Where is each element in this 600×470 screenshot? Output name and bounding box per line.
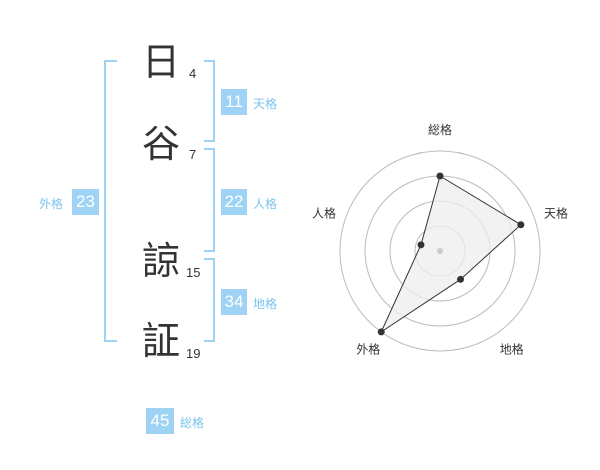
stroke-count-1: 4 [189,66,197,81]
gaikaku-value: 23 [72,189,99,215]
tenkaku-label: 天格 [253,97,278,111]
stroke-count-4: 19 [186,346,201,361]
stroke-count-2: 7 [189,147,197,162]
radar-ring [339,150,541,352]
radar-axis-label-2: 天格 [544,205,568,220]
radar-point-4 [377,328,385,336]
radar-point-5 [417,241,425,249]
radar-point-1 [436,172,444,180]
jinkaku-bracket [204,148,215,252]
name-char-4: 証 [142,319,181,363]
soukaku-value: 45 [146,408,174,434]
name-char-1: 日 [142,40,181,84]
chikaku-bracket [204,258,215,342]
radar-point-3 [457,275,465,283]
chikaku-label: 地格 [253,297,278,311]
radar-point-2 [517,221,525,229]
chikaku-value: 34 [221,289,247,315]
jinkaku-label: 人格 [253,197,278,211]
gaikaku-label: 外格 [39,197,64,211]
radar-polygon [380,175,522,334]
name-char-3: 諒 [142,239,181,283]
name-char-2: 谷 [142,122,181,166]
tenkaku-bracket [204,60,215,142]
radar-axis-label-1: 総格 [428,122,452,137]
jinkaku-value: 22 [221,189,247,215]
tenkaku-value: 11 [221,89,247,115]
radar-center [437,248,443,254]
stroke-count-3: 15 [186,265,201,280]
soukaku-label: 総格 [180,416,205,430]
gaikaku-bracket [104,60,117,342]
radar-axis-label-3: 地格 [500,342,524,357]
radar-axis-label-5: 人格 [312,205,336,220]
radar-axis-label-4: 外格 [356,342,380,357]
